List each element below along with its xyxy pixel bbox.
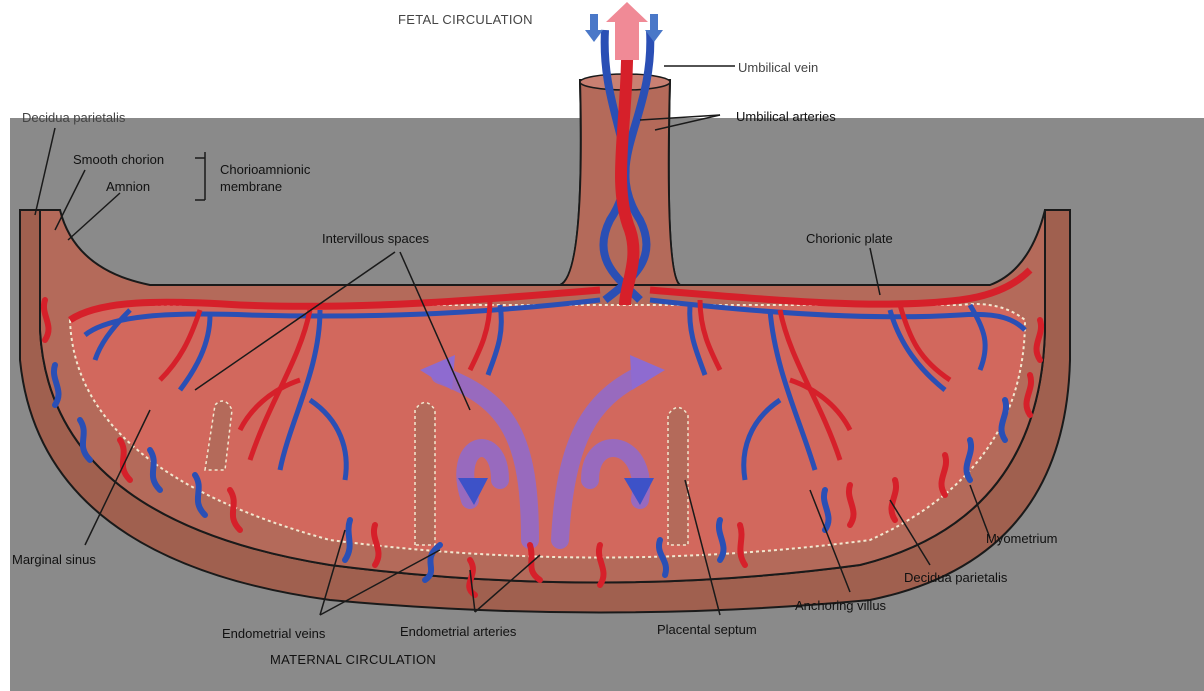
endometrial-veins-label: Endometrial veins — [222, 626, 325, 641]
smooth-chorion-label: Smooth chorion — [73, 152, 164, 167]
umbilical-vein-label: Umbilical vein — [738, 60, 818, 75]
fetal-arrow-left — [585, 14, 603, 42]
endometrial-arteries-label: Endometrial arteries — [400, 624, 516, 639]
fetal-arrow-up — [606, 2, 648, 60]
marginal-sinus-label: Marginal sinus — [12, 552, 96, 567]
fetal-circulation-label: FETAL CIRCULATION — [398, 12, 533, 27]
umbilical-arteries-label: Umbilical arteries — [736, 109, 836, 124]
chorioamnionic-membrane-label-2: membrane — [220, 179, 282, 194]
amnion-label: Amnion — [106, 179, 150, 194]
anchoring-villus-label: Anchoring villus — [795, 598, 886, 613]
intervillous-spaces-label: Intervillous spaces — [322, 231, 429, 246]
myometrium-label: Myometrium — [986, 531, 1058, 546]
maternal-circulation-label: MATERNAL CIRCULATION — [270, 652, 436, 667]
decidua-parietalis-top-label: Decidua parietalis — [22, 110, 125, 125]
placental-septum-label: Placental septum — [657, 622, 757, 637]
decidua-parietalis-bottom-label: Decidua parietalis — [904, 570, 1007, 585]
placental-septum-left — [415, 403, 435, 546]
chorioamnionic-membrane-label-1: Chorioamnionic — [220, 162, 310, 177]
placental-septum-right — [668, 408, 688, 546]
chorionic-plate-label: Chorionic plate — [806, 231, 893, 246]
